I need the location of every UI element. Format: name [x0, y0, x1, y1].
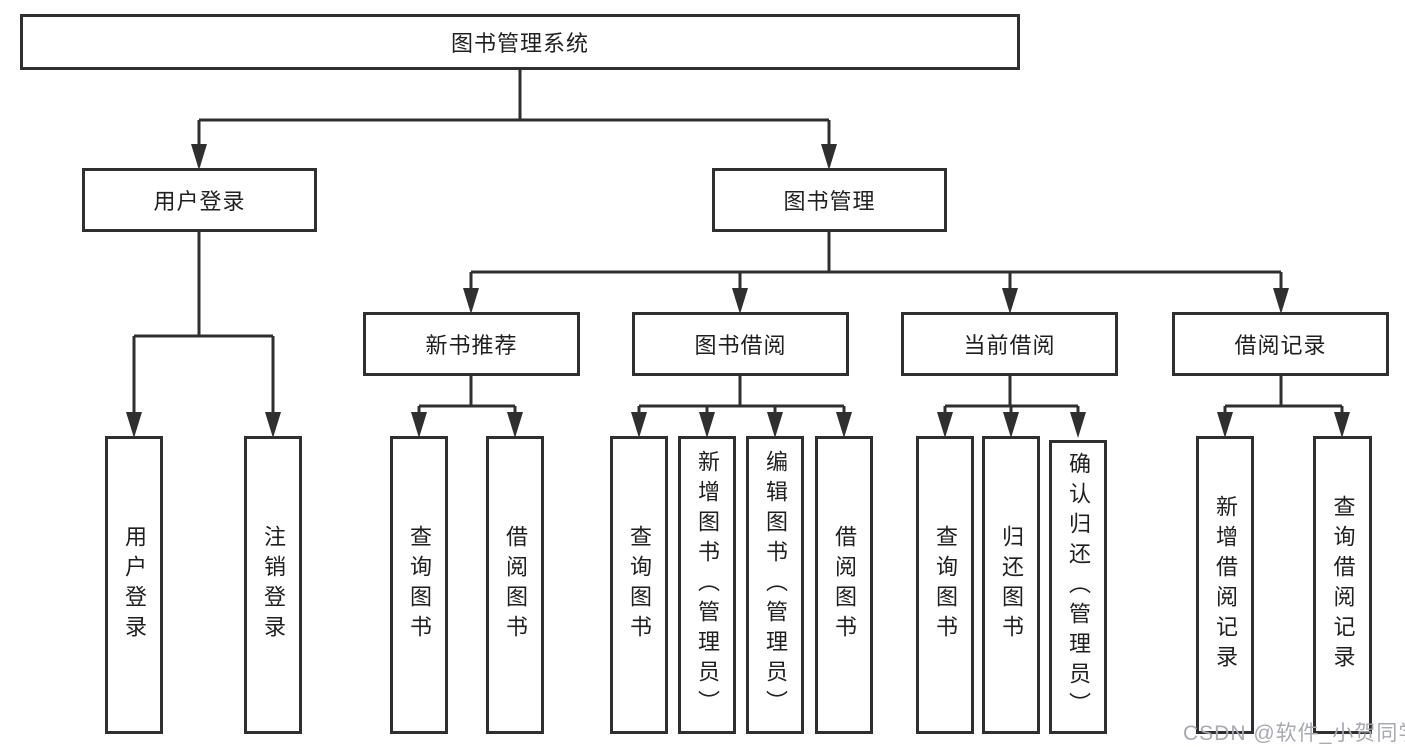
leaf-return-books: 归还图书: [982, 436, 1040, 734]
leaf-edit-book-admin-label: 编辑图书（管理员）: [763, 450, 788, 720]
node-new-book-recommend: 新书推荐: [363, 312, 580, 376]
leaf-return-books-label: 归还图书: [999, 525, 1024, 645]
leaf-query-books-borrow: 查询图书: [610, 436, 668, 734]
leaf-confirm-return-admin: 确认归还（管理员）: [1049, 440, 1107, 734]
leaf-query-books-borrow-label: 查询图书: [627, 525, 652, 645]
leaf-borrow-books-label: 借阅图书: [832, 525, 857, 645]
leaf-confirm-return-admin-label: 确认归还（管理员）: [1066, 452, 1091, 722]
leaf-add-borrow-record-label: 新增借阅记录: [1213, 495, 1238, 675]
connector-management-to-level3: [469, 232, 1283, 309]
watermark: CSDN @软件_小贺同学: [1183, 722, 1405, 745]
leaf-logout-login: 注销登录: [244, 436, 302, 734]
leaf-add-book-admin-label: 新增图书（管理员）: [695, 450, 720, 720]
leaf-user-login: 用户登录: [105, 436, 163, 734]
leaf-add-book-admin: 新增图书（管理员）: [678, 436, 736, 734]
node-book-management: 图书管理: [712, 168, 947, 232]
leaf-query-books-current: 查询图书: [916, 436, 974, 734]
leaf-borrow-books-recommend-label: 借阅图书: [503, 525, 528, 645]
leaf-borrow-books-recommend: 借阅图书: [486, 436, 544, 734]
connector-records-to-leaves: [1223, 376, 1344, 433]
leaf-query-books-recommend-label: 查询图书: [407, 525, 432, 645]
leaf-add-borrow-record: 新增借阅记录: [1196, 436, 1254, 734]
leaf-query-borrow-record: 查询借阅记录: [1313, 436, 1372, 734]
node-borrow-records: 借阅记录: [1172, 312, 1389, 376]
leaf-edit-book-admin: 编辑图书（管理员）: [746, 436, 804, 734]
arrowheads: [126, 144, 1350, 438]
node-book-management-system: 图书管理系统: [20, 14, 1020, 70]
node-current-borrow: 当前借阅: [901, 312, 1118, 376]
leaf-query-books-recommend: 查询图书: [390, 436, 448, 734]
connector-login-to-leaves: [132, 232, 275, 433]
leaf-query-borrow-record-label: 查询借阅记录: [1330, 495, 1356, 675]
connector-borrow-to-leaves: [637, 376, 846, 433]
leaf-query-books-current-label: 查询图书: [933, 525, 958, 645]
connector-root-to-level2: [197, 70, 831, 166]
leaf-logout-login-label: 注销登录: [261, 525, 286, 645]
node-book-borrow: 图书借阅: [632, 312, 849, 376]
connector-recommend-to-leaves: [417, 376, 517, 433]
leaf-borrow-books: 借阅图书: [815, 436, 873, 734]
leaf-user-login-label: 用户登录: [122, 525, 147, 645]
node-user-login: 用户登录: [82, 168, 317, 232]
